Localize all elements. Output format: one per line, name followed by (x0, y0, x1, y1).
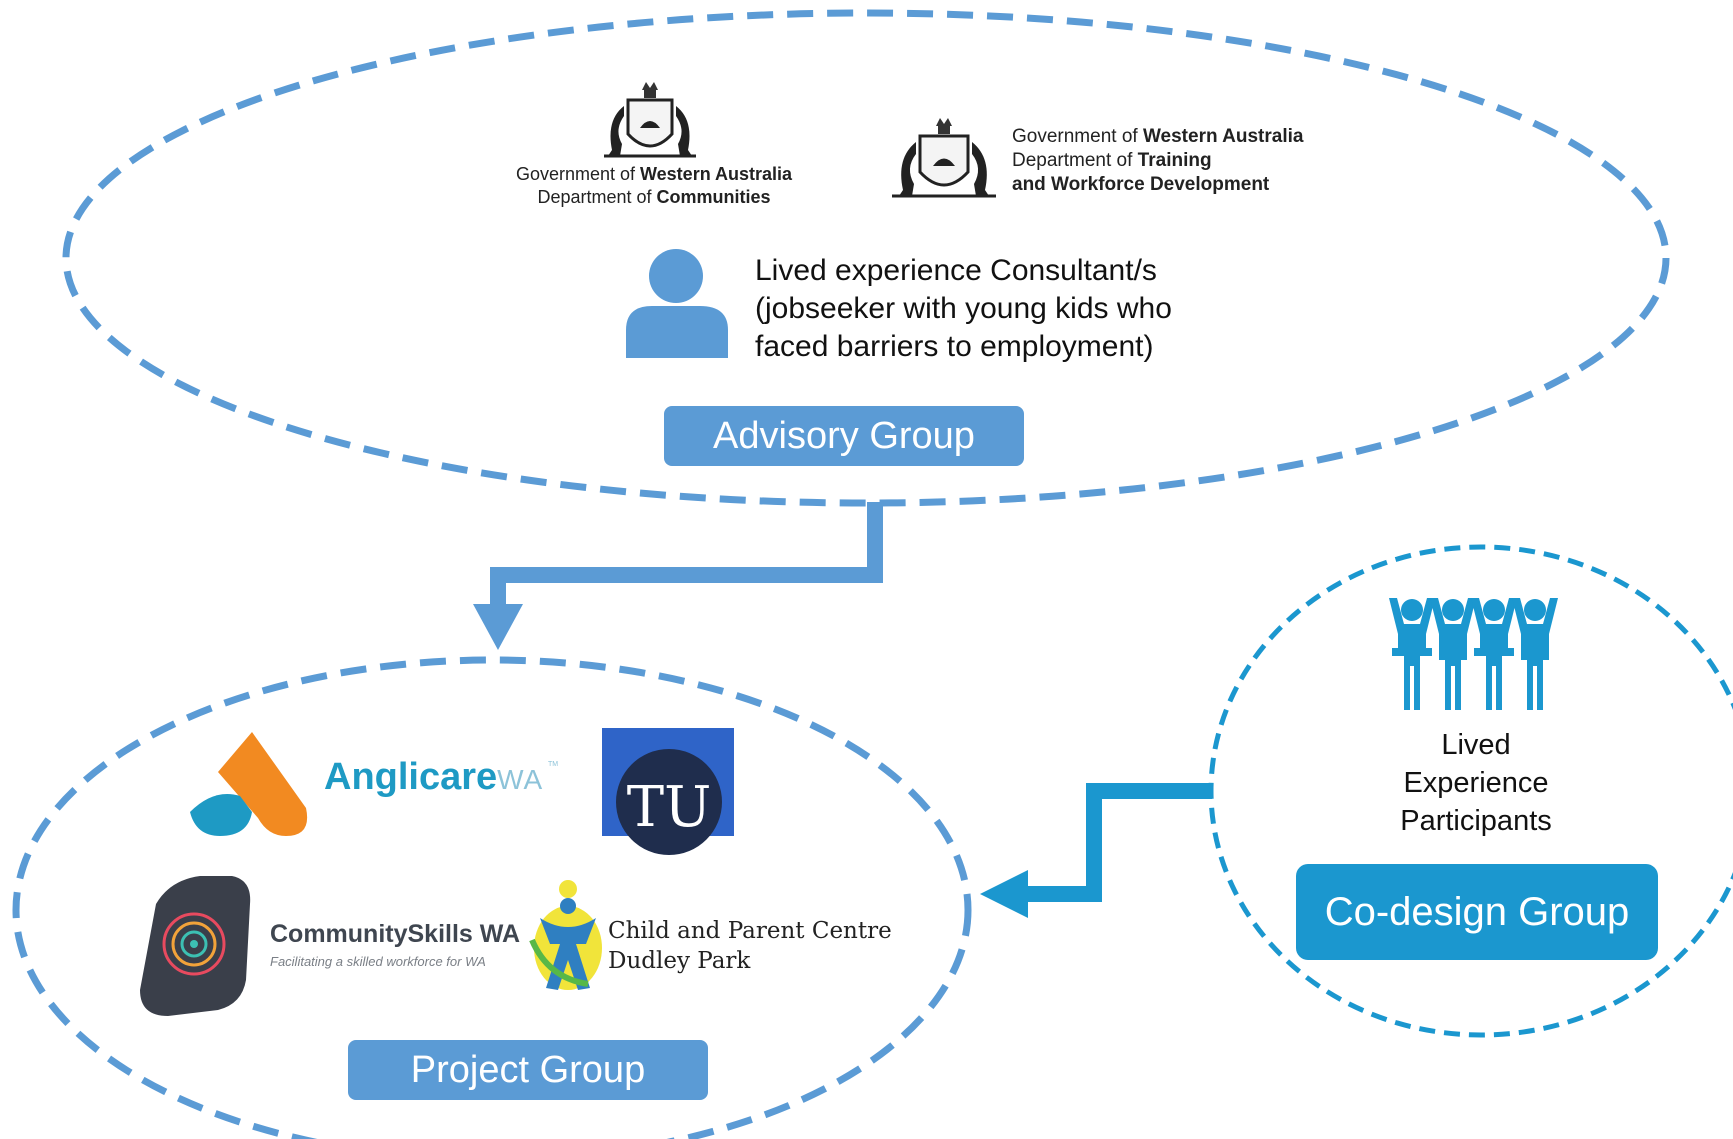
consultant-line: Lived experience Consultant/s (755, 254, 1157, 287)
people-group-icon (1389, 598, 1558, 710)
gov-training-logo-text: Government of Western Australia Departme… (1012, 125, 1303, 196)
project-group-ring (12, 656, 972, 1139)
community-skills-logo-icon (140, 876, 251, 1016)
gov-communities-line2: Department of Communities (537, 186, 771, 207)
participants-line: Experience (1403, 767, 1549, 799)
gov-training-line3: and Workforce Development (1012, 173, 1270, 195)
child-parent-centre-name: Child and Parent Centre (608, 918, 892, 944)
codesign-to-project-arrow (980, 783, 1212, 918)
child-parent-centre-logo-icon (529, 880, 602, 990)
tu-logo-icon: TU (602, 728, 734, 855)
consultant-description: Lived experience Consultant/s (jobseeker… (755, 252, 1172, 366)
codesign-group-label: Co-design Group (1296, 864, 1658, 960)
participants-line: Lived (1441, 729, 1511, 761)
community-skills-subtitle: Facilitating a skilled workforce for WA (270, 954, 486, 969)
anglicare-trademark: TM (548, 761, 558, 768)
anglicare-logo-text: AnglicareWA (324, 756, 543, 799)
advisory-group-label: Advisory Group (664, 406, 1024, 466)
community-skills-title: CommunitySkills WA (270, 920, 521, 948)
participants-description: Lived Experience Participants (1336, 726, 1616, 840)
person-icon (626, 249, 728, 358)
child-parent-centre-location: Dudley Park (608, 948, 751, 974)
advisory-group-ring (62, 9, 1670, 507)
anglicare-suffix: WA (497, 764, 544, 795)
consultant-line: (jobseeker with young kids who (755, 292, 1172, 325)
gov-communities-line1: Government of Western Australia (515, 164, 793, 184)
coat-of-arms-training-icon (892, 118, 996, 198)
gov-communities-logo-text: Government of Western Australia Departme… (498, 163, 810, 208)
anglicare-logo-icon (190, 732, 308, 836)
consultant-line: faced barriers to employment) (755, 330, 1154, 363)
project-group-label: Project Group (348, 1040, 708, 1100)
coat-of-arms-communities-icon (604, 82, 696, 158)
tu-logo-text: TU (627, 775, 712, 840)
anglicare-name: Anglicare (324, 756, 498, 798)
participants-line: Participants (1400, 805, 1552, 837)
gov-training-line1: Government of Western Australia (1012, 126, 1304, 147)
gov-training-line2: Department of Training (1012, 149, 1212, 171)
advisory-to-project-arrow (473, 502, 883, 650)
